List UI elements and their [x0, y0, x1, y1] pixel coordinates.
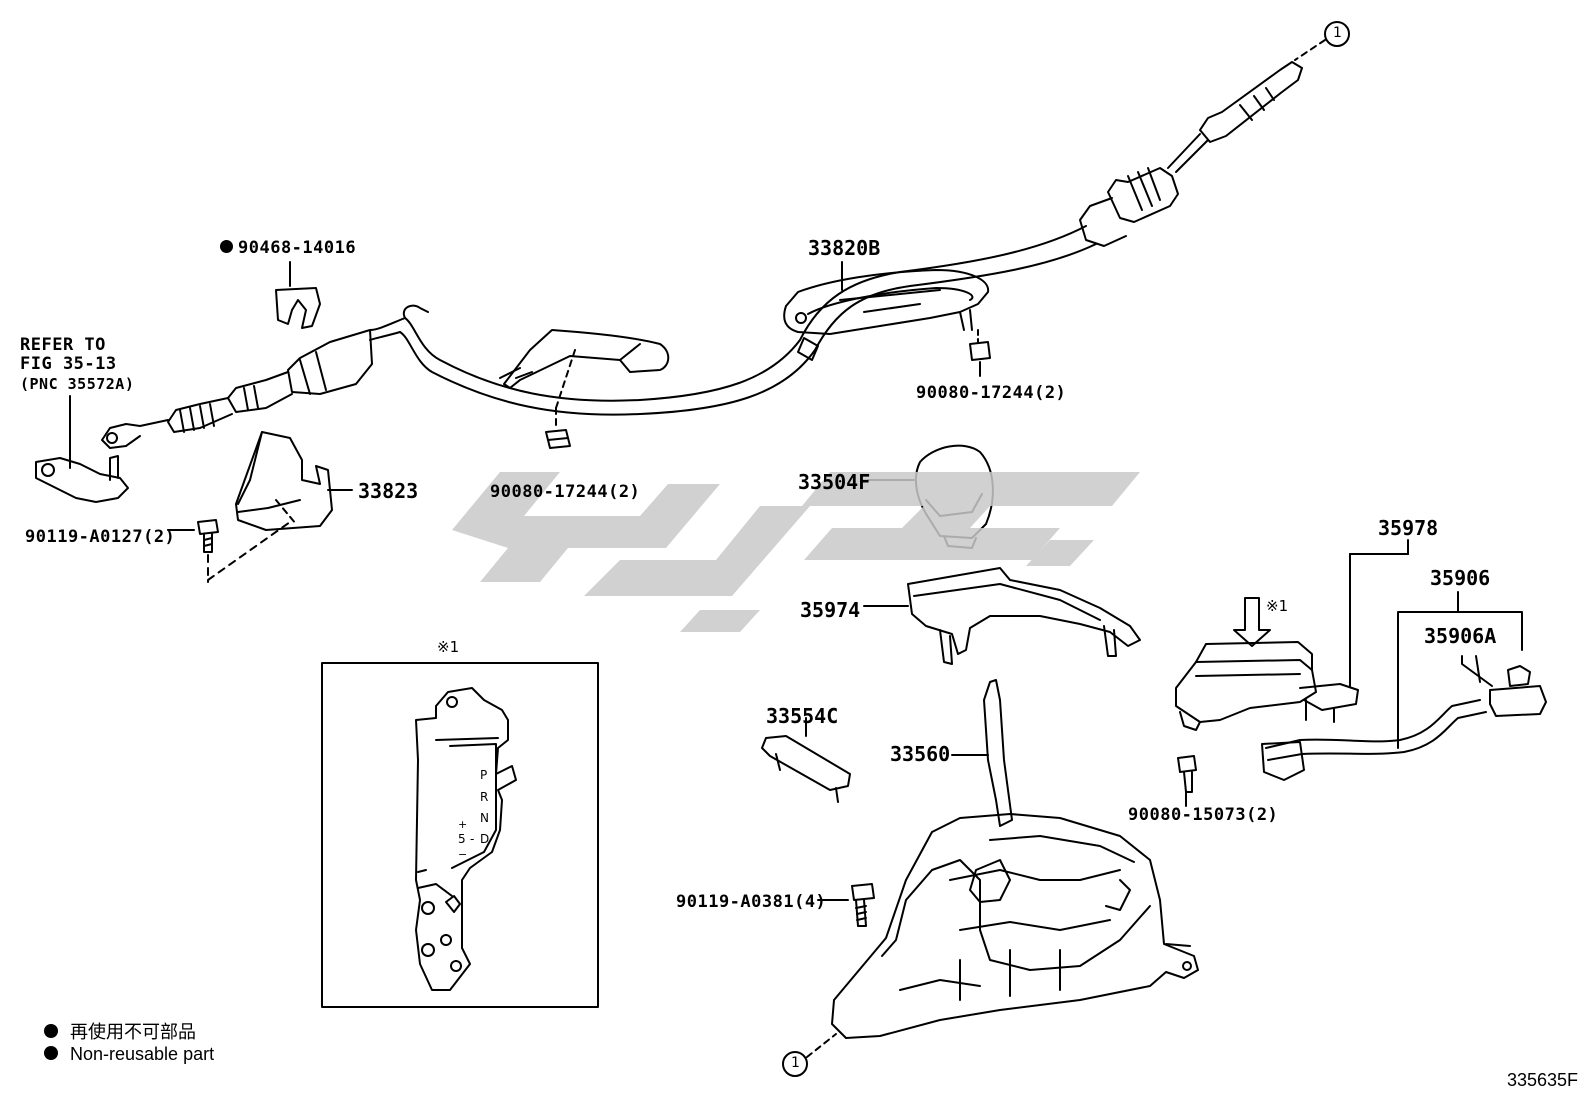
- label-90080-17244-mid: 90080-17244(2): [490, 482, 641, 502]
- legend-japanese: 再使用不可部品: [44, 1018, 196, 1044]
- shift-five: 5: [458, 832, 466, 846]
- ref-circle-top-icon: [1324, 21, 1350, 47]
- nut-90080-17244-mid: [545, 349, 576, 449]
- shift-letter-p: P: [480, 768, 488, 782]
- shifter-assembly: [782, 813, 1199, 1077]
- indicator-33554C: [761, 717, 851, 803]
- cover-33823: [207, 431, 353, 583]
- label-33823: 33823: [358, 479, 419, 503]
- label-33554C: 33554C: [766, 704, 839, 728]
- housing-35974: [863, 567, 1141, 665]
- label-90080-17244-top: 90080-17244(2): [916, 383, 1067, 403]
- label-refer-line1: REFER TO: [20, 335, 106, 355]
- shift-dash: -: [470, 832, 475, 846]
- shift-plus: +: [458, 818, 468, 831]
- label-refer-line3: (PNC 35572A): [20, 375, 135, 393]
- label-90468-14016: 90468-14016: [220, 239, 356, 257]
- switch-35906: [1175, 539, 1547, 807]
- label-90119-a0127: 90119-A0127(2): [25, 527, 176, 547]
- shift-cable: [101, 21, 1350, 449]
- clip-90468: [275, 261, 321, 329]
- ref-circle-bottom-icon: [782, 1051, 808, 1077]
- label-90119-a0381: 90119-A0381(4): [676, 892, 827, 912]
- lever-bracket: [35, 395, 129, 503]
- legend-dot-icon: [44, 1046, 58, 1061]
- shift-letter-n: N: [480, 811, 489, 825]
- shift-lever-33560: [951, 679, 1013, 827]
- detail-box: [321, 662, 599, 1008]
- label-90080-15073: 90080-15073(2): [1128, 805, 1279, 825]
- bolt-90119-a0127: [167, 519, 219, 553]
- shift-letter-d: D: [480, 832, 490, 846]
- leader-lines: [841, 261, 1481, 683]
- watermark-logo: [452, 472, 1140, 632]
- detail-mark-box: ※1: [437, 638, 460, 656]
- label-33820B: 33820B: [808, 236, 881, 260]
- nut-90080-17244-top: [969, 329, 991, 377]
- legend-english: Non-reusable part: [44, 1044, 214, 1065]
- shift-minus: −: [458, 848, 468, 861]
- detail-arrow-icon: [1233, 597, 1271, 647]
- legend-dot-icon: [44, 1024, 58, 1039]
- label-35906A: 35906A: [1424, 624, 1497, 648]
- bolt-90119-a0381: [817, 883, 875, 927]
- non-reusable-dot-icon: [220, 239, 233, 253]
- label-35906: 35906: [1430, 566, 1491, 590]
- label-33504F: 33504F: [798, 470, 871, 494]
- label-35978: 35978: [1378, 516, 1439, 540]
- label-33560: 33560: [890, 742, 951, 766]
- detail-mark-arrow: ※1: [1266, 597, 1289, 615]
- ref-number-top: 1: [1333, 25, 1342, 41]
- label-refer-line2: FIG 35-13: [20, 354, 117, 374]
- shift-letter-r: R: [480, 790, 489, 804]
- label-35974: 35974: [800, 598, 861, 622]
- figure-code: 335635F: [1506, 1070, 1578, 1090]
- ref-number-bottom: 1: [791, 1055, 800, 1071]
